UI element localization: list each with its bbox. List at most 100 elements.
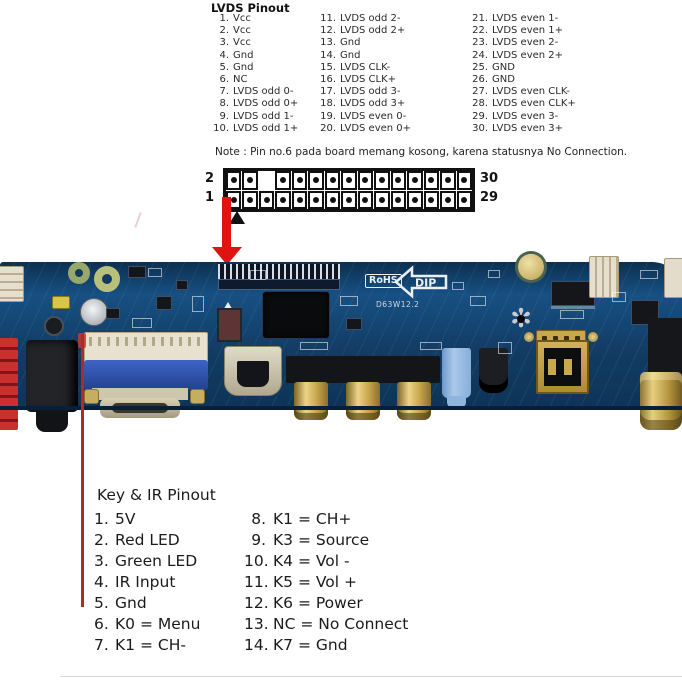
red-arrow-head-icon bbox=[212, 247, 242, 265]
pin-label: Vcc bbox=[233, 25, 251, 37]
dc-power-barrel bbox=[36, 410, 68, 432]
lvds-input-connector bbox=[218, 264, 340, 290]
pin-number: 16. bbox=[320, 73, 336, 85]
sop-ic-chip bbox=[551, 281, 595, 306]
pin-row: 19.LVDS even 0- bbox=[310, 111, 411, 123]
pin-label: K3 = Source bbox=[273, 531, 370, 549]
pin-dot bbox=[378, 177, 385, 184]
pin-number: 7. bbox=[94, 636, 109, 654]
silkscreen-mark bbox=[452, 282, 464, 290]
pin-row: 4.IR Input bbox=[94, 572, 200, 593]
pin-hole bbox=[456, 190, 472, 209]
silkscreen-mark bbox=[192, 296, 204, 312]
pin-row: 7.K1 = CH- bbox=[94, 635, 200, 656]
ic-chip bbox=[176, 280, 188, 290]
pin-hole bbox=[308, 190, 324, 209]
ic-chip bbox=[106, 308, 120, 319]
capacitor bbox=[44, 316, 64, 336]
pin-row: 5.Gnd bbox=[203, 62, 298, 74]
silkscreen-mark bbox=[148, 268, 162, 277]
pin-dot bbox=[411, 177, 418, 184]
pin-dot bbox=[395, 196, 402, 203]
pin-number: 15. bbox=[320, 61, 336, 73]
pin-number: 14. bbox=[244, 636, 269, 654]
pin-row: 9.LVDS odd 1- bbox=[203, 111, 298, 123]
pin-label: K7 = Gnd bbox=[273, 636, 348, 654]
pin-dot bbox=[345, 177, 352, 184]
audio-jack-blue bbox=[442, 348, 471, 398]
inductor-coil bbox=[94, 266, 120, 292]
pin-hole bbox=[242, 171, 258, 190]
pin30-label: 30 bbox=[480, 171, 499, 186]
pin-dot bbox=[329, 177, 336, 184]
metal-star-component: ✻ bbox=[506, 304, 536, 334]
pin-row: 11.K5 = Vol + bbox=[244, 572, 408, 593]
lvds-connector-diagram bbox=[223, 168, 475, 212]
dip-arrow-icon: DIP bbox=[394, 265, 448, 299]
key-ir-heading: Key & IR Pinout bbox=[97, 486, 216, 504]
photo-edge-line bbox=[60, 676, 682, 677]
pin-row: 23.LVDS even 2- bbox=[462, 37, 576, 49]
pin-label: Gnd bbox=[233, 49, 254, 61]
lvds-base bbox=[218, 279, 340, 290]
pin-dot bbox=[444, 177, 451, 184]
pin-label: LVDS even 3- bbox=[492, 110, 559, 122]
dc-power-jack bbox=[26, 340, 78, 412]
pin-hole bbox=[374, 190, 390, 209]
stray-mark bbox=[134, 212, 142, 228]
pin-number: 14. bbox=[320, 49, 336, 61]
pin-label: K4 = Vol - bbox=[273, 552, 350, 570]
pin-row: 28.LVDS even CLK+ bbox=[462, 98, 576, 110]
silkscreen-mark bbox=[300, 342, 328, 350]
pin-dot bbox=[395, 177, 402, 184]
pin-number: 4. bbox=[94, 573, 109, 591]
pin-row: 10.LVDS odd 1+ bbox=[203, 123, 298, 135]
silkscreen-mark bbox=[340, 296, 358, 306]
pin-dot bbox=[247, 177, 254, 184]
pin-dot bbox=[428, 177, 435, 184]
pin-row: 5.Gnd bbox=[94, 593, 200, 614]
pin-hole bbox=[357, 171, 374, 190]
pin-row: 24.LVDS even 2+ bbox=[462, 50, 576, 62]
pin-hole bbox=[390, 171, 407, 190]
ic-chip bbox=[156, 296, 172, 310]
pin-number: 2. bbox=[219, 25, 229, 37]
pin-label: LVDS even 1- bbox=[492, 13, 559, 24]
pin-row: 20.LVDS even 0+ bbox=[310, 123, 411, 135]
rca-jack bbox=[397, 382, 431, 420]
screw bbox=[588, 332, 598, 342]
board-model-label: D63W12.2 bbox=[376, 300, 420, 309]
silkscreen-mark bbox=[420, 342, 442, 350]
pin-hole bbox=[324, 190, 341, 209]
rf-shield bbox=[648, 318, 682, 374]
pin-hole bbox=[542, 336, 547, 341]
pin-number: 28. bbox=[472, 98, 488, 110]
mounting-standoff bbox=[518, 254, 544, 280]
pin-number: 26. bbox=[472, 73, 488, 85]
pin-label: LVDS even 2- bbox=[492, 37, 559, 49]
pin-label: LVDS odd 0- bbox=[233, 86, 294, 98]
pin-row: 1.Vcc bbox=[203, 13, 298, 25]
pin-hole bbox=[440, 190, 456, 209]
silkscreen-mark bbox=[470, 296, 486, 306]
usb-contact bbox=[564, 359, 572, 375]
capacitor bbox=[80, 298, 108, 326]
pin-label: LVDS odd 3- bbox=[340, 86, 401, 98]
pin-number: 4. bbox=[219, 49, 229, 61]
pin-number: 10. bbox=[244, 552, 269, 570]
hdmi-slot bbox=[237, 361, 269, 387]
pin-number: 22. bbox=[472, 25, 488, 37]
pin-number: 5. bbox=[94, 594, 109, 612]
pin-number: 25. bbox=[472, 61, 488, 73]
pin2-label: 2 bbox=[204, 171, 214, 186]
audio-jack-black bbox=[479, 348, 508, 393]
pin-row: 14.K7 = Gnd bbox=[244, 635, 408, 656]
pin-number: 20. bbox=[320, 122, 336, 134]
rf-tuner-connector bbox=[640, 372, 682, 430]
pin-row: 3.Green LED bbox=[94, 551, 200, 572]
silkscreen-mark bbox=[612, 292, 626, 302]
pin-row: 29.LVDS even 3- bbox=[462, 111, 576, 123]
pin-hole-empty bbox=[258, 171, 275, 190]
pin-number: 13. bbox=[320, 37, 336, 49]
